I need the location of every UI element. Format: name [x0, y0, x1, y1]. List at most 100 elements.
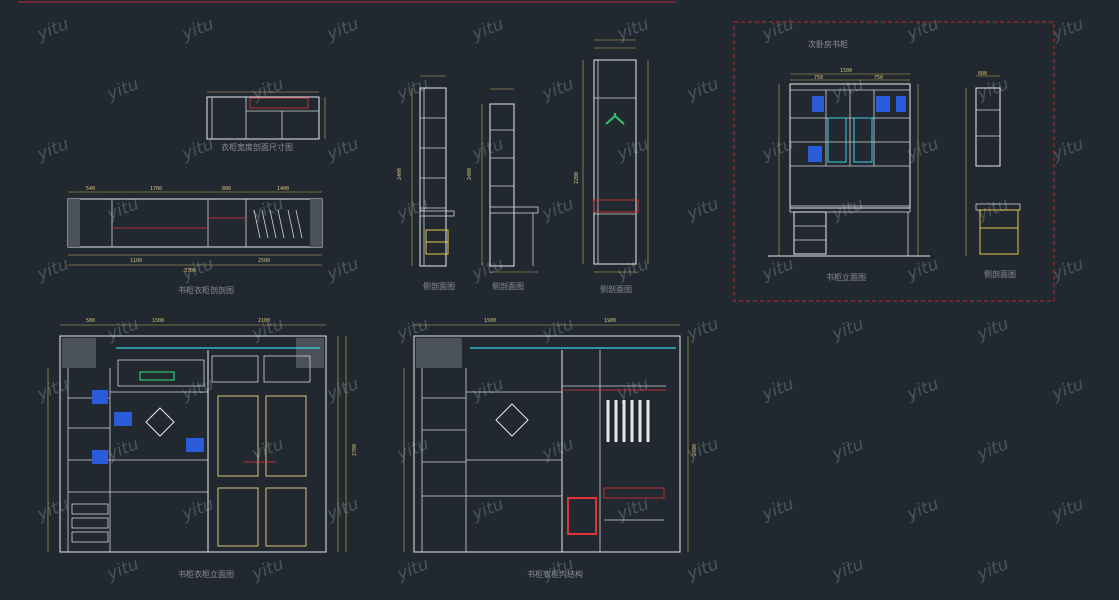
watermark-text: yitu [178, 494, 217, 525]
watermark-text: yitu [538, 314, 577, 345]
side-a-label: 侧剖面图 [423, 281, 455, 291]
watermark-text: yitu [828, 554, 867, 585]
watermark-text: yitu [323, 254, 362, 285]
watermark-text: yitu [393, 434, 432, 465]
watermark-text: yitu [468, 14, 507, 45]
side-c-label: 侧剖面图 [600, 284, 632, 294]
watermark-text: yitu [613, 134, 652, 165]
watermark-text: yitu [248, 554, 287, 585]
watermark-text: yitu [903, 134, 942, 165]
watermark-text: yitu [33, 134, 72, 165]
dim-study-top-right: 750 [874, 75, 883, 81]
watermark-text: yitu [758, 14, 797, 45]
watermark-text: yitu [393, 194, 432, 225]
combo-elevation: 580 1500 2100 2700 书柜衣柜立面图 [47, 318, 358, 579]
study-frame [733, 21, 1055, 302]
watermark-layer: yitu yitu yitu yitu yitu yitu yitu yitu yitu yitu… [33, 14, 1087, 585]
dim-struct-height: 2700 [692, 444, 698, 456]
watermark-text: yitu [468, 134, 507, 165]
watermark-text: yitu [903, 254, 942, 285]
dim-plan-top-1: 540 [86, 186, 95, 192]
study-title: 次卧房书柜 [808, 39, 848, 49]
side-b-label: 侧剖面图 [492, 281, 524, 291]
watermark-text: yitu [828, 194, 867, 225]
watermark-text: yitu [683, 194, 722, 225]
dim-study-top-left: 750 [814, 75, 823, 81]
watermark-text: yitu [903, 374, 942, 405]
watermark-text: yitu [683, 74, 722, 105]
watermark-text: yitu [468, 374, 507, 405]
dim-side-b-height: 2400 [467, 168, 473, 180]
watermark-text: yitu [248, 74, 287, 105]
dim-study-depth: 600 [978, 71, 987, 77]
dim-plan-top-2: 1700 [150, 186, 162, 192]
dim-plan-top-3: 880 [222, 186, 231, 192]
watermark-text: yitu [973, 194, 1012, 225]
watermark-text: yitu [973, 554, 1012, 585]
watermark-text: yitu [103, 314, 142, 345]
dim-side-a-height: 2400 [397, 168, 403, 180]
watermark-text: yitu [178, 14, 217, 45]
study-elev-label: 书柜立面图 [826, 272, 866, 282]
watermark-text: yitu [828, 74, 867, 105]
watermark-text: yitu [33, 14, 72, 45]
dim-elev-top-2: 1500 [152, 318, 164, 324]
watermark-text: yitu [468, 254, 507, 285]
watermark-text: yitu [683, 314, 722, 345]
watermark-text: yitu [828, 314, 867, 345]
watermark-text: yitu [903, 14, 942, 45]
combo-plan-label: 书柜衣柜剖剖图 [178, 285, 234, 295]
watermark-text: yitu [323, 374, 362, 405]
side-section-a: 2400 侧剖面图 [397, 75, 455, 291]
watermark-text: yitu [103, 554, 142, 585]
dim-plan-bottom-1: 1100 [130, 258, 142, 264]
study-side-label: 侧剖面图 [984, 269, 1016, 279]
dim-elev-height: 2700 [352, 444, 358, 456]
watermark-text: yitu [323, 494, 362, 525]
watermark-text: yitu [103, 74, 142, 105]
watermark-text: yitu [33, 374, 72, 405]
watermark-text: yitu [538, 74, 577, 105]
watermark-text: yitu [683, 434, 722, 465]
side-section-c: 2200 侧剖面图 [574, 39, 649, 294]
dim-study-top-total: 1500 [840, 68, 852, 74]
watermark-text: yitu [323, 14, 362, 45]
dim-plan-bottom-3: 2500 [258, 258, 270, 264]
wardrobe-plan-label: 衣柜宽度剖面尺寸图 [221, 142, 293, 152]
dim-elev-top-3: 2100 [258, 318, 270, 324]
combo-elev-label: 书柜衣柜立面图 [178, 569, 234, 579]
dim-side-c-height: 2200 [574, 172, 580, 184]
watermark-text: yitu [758, 494, 797, 525]
dim-struct-top-2: 1900 [604, 318, 616, 324]
watermark-text: yitu [828, 434, 867, 465]
watermark-text: yitu [468, 494, 507, 525]
watermark-text: yitu [248, 434, 287, 465]
wardrobe-plan-drawing: 衣柜宽度剖面尺寸图 [206, 91, 326, 152]
watermark-text: yitu [1048, 494, 1087, 525]
combo-plan-drawing: 540 1700 880 1400 1100 3700 2500 书柜衣柜剖剖图 [67, 186, 323, 295]
watermark-text: yitu [323, 134, 362, 165]
watermark-text: yitu [758, 254, 797, 285]
watermark-text: yitu [178, 374, 217, 405]
watermark-text: yitu [973, 74, 1012, 105]
watermark-text: yitu [903, 494, 942, 525]
combo-struct-label: 书柜衣柜内结构 [527, 569, 583, 579]
watermark-text: yitu [758, 374, 797, 405]
watermark-text: yitu [33, 254, 72, 285]
dim-elev-top-1: 580 [86, 318, 95, 324]
watermark-text: yitu [973, 314, 1012, 345]
watermark-text: yitu [393, 554, 432, 585]
watermark-text: yitu [973, 434, 1012, 465]
watermark-text: yitu [683, 554, 722, 585]
watermark-text: yitu [758, 134, 797, 165]
side-section-b: 2400 侧剖面图 [467, 88, 539, 291]
study-room-group: 次卧房书柜 1500 750 750 书柜立面图 [733, 21, 1055, 302]
watermark-text: yitu [33, 494, 72, 525]
dim-plan-top-4: 1400 [277, 186, 289, 192]
watermark-text: yitu [1048, 374, 1087, 405]
dim-struct-top-1: 1500 [484, 318, 496, 324]
dim-plan-bottom-2: 3700 [184, 268, 196, 274]
watermark-text: yitu [613, 254, 652, 285]
watermark-text: yitu [538, 194, 577, 225]
